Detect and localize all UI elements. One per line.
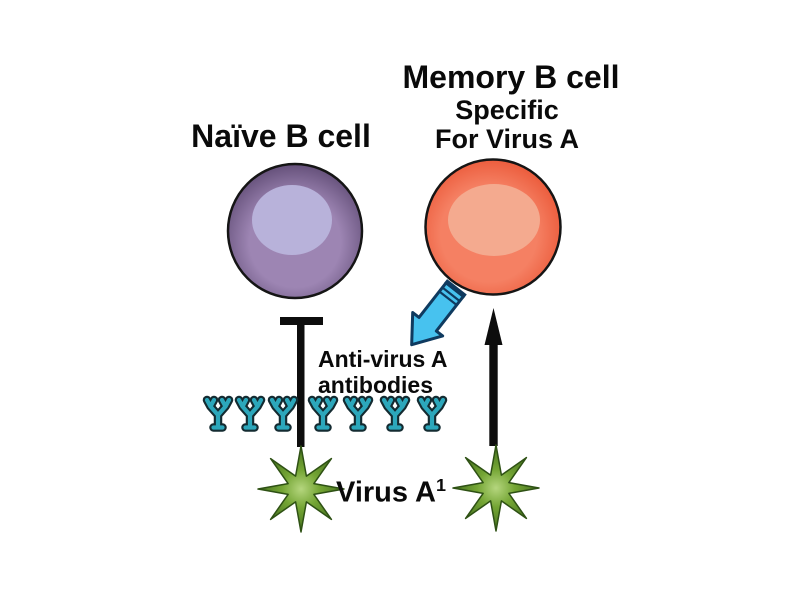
antibody-label-line2: antibodies [318, 372, 434, 398]
memory-b-cell-label: Memory B cell [402, 59, 620, 95]
virus-a-label-superscript: 1 [435, 475, 446, 495]
antibody-label-line1: Anti-virus A [318, 346, 448, 372]
antibody-row [207, 400, 443, 428]
naive-cell-nucleus [252, 185, 332, 255]
memory-b-cell-icon [424, 158, 562, 296]
naive-b-cell-label: Naïve B cell [191, 118, 371, 154]
virus-a-label: Virus A1 [336, 470, 446, 508]
antibody-icon [347, 400, 369, 428]
antibody-icon [312, 400, 334, 428]
virus-a-label-text: Virus A [336, 476, 436, 509]
secretion-arrow-icon [410, 279, 467, 347]
antibody-icon [421, 400, 443, 428]
memory-subtitle-line1: Specific [455, 95, 559, 125]
memory-cell-nucleus [448, 184, 540, 256]
antibody-icon [384, 400, 406, 428]
virus-star-icon-left [257, 445, 345, 533]
anti-virus-antibodies-label: Anti-virus A antibodies [318, 346, 448, 398]
memory-b-cell-subtitle: Specific For Virus A [377, 96, 637, 154]
virus-star-icon-right [452, 444, 540, 532]
memory-subtitle-line2: For Virus A [434, 124, 580, 154]
antibody-icon [239, 400, 261, 428]
antibody-icon [207, 400, 229, 428]
activation-arrow-icon [484, 308, 503, 446]
naive-b-cell-icon [226, 162, 364, 300]
inhibition-t-bar-icon [280, 317, 323, 447]
antibody-icon [272, 400, 294, 428]
